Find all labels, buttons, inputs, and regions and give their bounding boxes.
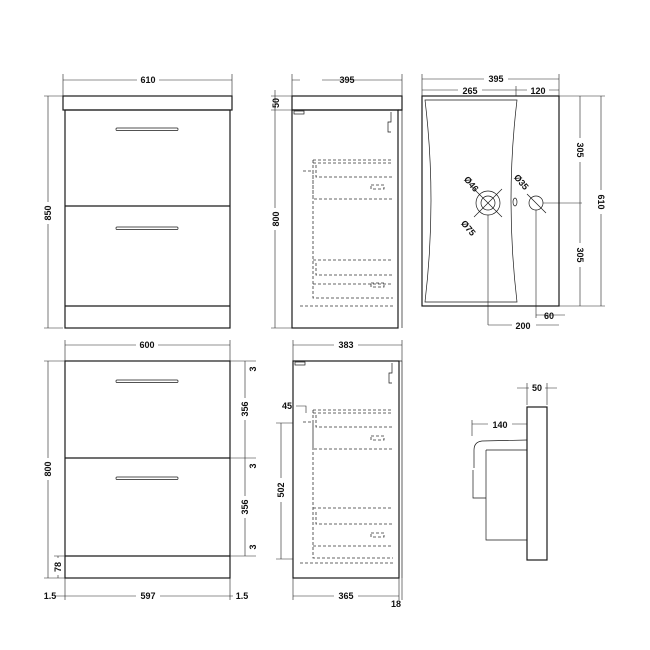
cabinet-body xyxy=(64,360,231,579)
dim-top: 50 xyxy=(532,383,542,393)
cabinet-body xyxy=(64,109,231,329)
dim-waste-offset: 200 xyxy=(515,321,530,331)
dim-gap-bottom: 3 xyxy=(248,544,258,549)
dim-width: 600 xyxy=(139,340,154,350)
dim-tap-hole: Ø35 xyxy=(512,172,531,191)
dim-half-upper: 305 xyxy=(575,142,585,157)
dim-height: 850 xyxy=(43,205,53,220)
dim-tap-offset: 60 xyxy=(544,311,554,321)
front-view-top: 610 850 xyxy=(42,74,233,329)
basin-top xyxy=(291,95,403,111)
dim-half-lower: 305 xyxy=(575,247,585,262)
waste-inner xyxy=(480,195,496,211)
side-view-bottom: 383 45 502 365 18 xyxy=(275,339,403,609)
dim-gap-top: 3 xyxy=(248,366,258,371)
dim-width: 610 xyxy=(140,75,155,85)
cabinet-side xyxy=(291,109,399,329)
cabinet-side xyxy=(292,360,400,579)
dim-body-height: 800 xyxy=(271,211,281,226)
basin-slab xyxy=(526,406,548,561)
basin-bowl-profile xyxy=(472,439,528,541)
dim-projection: 140 xyxy=(492,420,507,430)
drawer-handle xyxy=(115,379,179,383)
dim-left: 265 xyxy=(462,86,477,96)
dim-body-depth: 365 xyxy=(338,591,353,601)
dim-inner-width: 597 xyxy=(140,591,155,601)
basin-profile: 50 140 xyxy=(471,381,557,561)
front-view-bottom: 600 800 3 356 3 356 3 78 1.5 597 1.5 xyxy=(40,339,258,601)
basin-outline xyxy=(421,95,560,307)
basin-bowl xyxy=(424,99,518,303)
dim-basin-width: 395 xyxy=(488,74,503,84)
dim-side-left: 1.5 xyxy=(44,591,57,601)
overflow xyxy=(512,197,518,207)
dim-drawer-height: 502 xyxy=(276,482,286,497)
basin-top xyxy=(62,95,233,111)
dim-door: 18 xyxy=(391,599,401,609)
dim-drawer2: 356 xyxy=(240,499,250,514)
dim-length: 610 xyxy=(596,194,606,209)
side-view-top: 395 50 800 xyxy=(270,74,403,329)
dim-top-thickness: 50 xyxy=(271,98,281,108)
dim-drawer1: 356 xyxy=(240,401,250,416)
drawer-handle xyxy=(115,226,179,230)
dim-waste-inner: Ø46 xyxy=(462,174,481,193)
dim-gap-mid: 3 xyxy=(248,463,258,468)
dim-height: 800 xyxy=(43,461,53,476)
dim-plinth: 78 xyxy=(53,562,63,572)
dim-waste-outer: Ø75 xyxy=(459,218,478,237)
dim-side-right: 1.5 xyxy=(236,591,249,601)
drawer-handle xyxy=(115,127,179,131)
basin-plan: 395 265 120 305 305 610 Ø46 Ø75 Ø35 60 2… xyxy=(421,73,607,331)
dim-right: 120 xyxy=(530,86,545,96)
dim-depth: 383 xyxy=(338,340,353,350)
drawer-handle xyxy=(115,476,179,480)
dim-offset: 45 xyxy=(282,401,292,411)
dim-depth: 395 xyxy=(339,75,354,85)
